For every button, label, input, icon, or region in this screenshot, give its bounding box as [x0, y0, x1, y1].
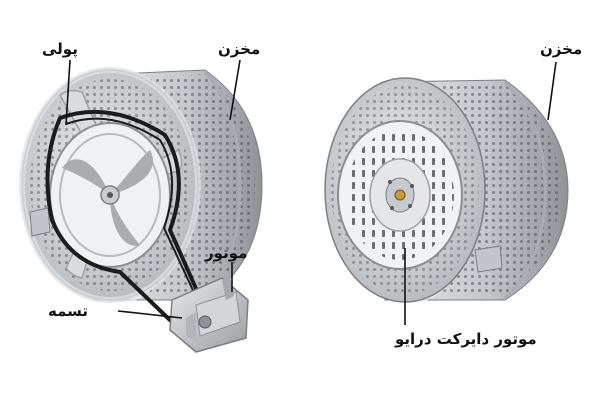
pulley-leader [65, 59, 71, 126]
belt-label: تسمه [48, 302, 89, 320]
direct-drive-motor-label: موتور دایرکت درایو [395, 330, 537, 348]
direct-drive-rotor [337, 120, 463, 270]
right-drum [324, 77, 569, 303]
pulley-label: پولی [42, 40, 78, 58]
left-drum-label: مخزن [218, 40, 261, 58]
right-drum-rib [503, 80, 547, 300]
pulley [49, 122, 171, 268]
right-drum-label: مخزن [540, 40, 583, 58]
right-drum-bracket [474, 245, 503, 273]
left-drum-rib [203, 70, 242, 300]
leader-lines [65, 59, 557, 325]
belt-motor [169, 276, 249, 353]
left-drum-leader [229, 59, 241, 121]
right-drum-leader [547, 61, 557, 121]
motor-label: موتور [205, 244, 248, 262]
left-drum-bracket [29, 207, 51, 237]
belt-leader [117, 310, 183, 319]
left-drum [19, 67, 263, 303]
